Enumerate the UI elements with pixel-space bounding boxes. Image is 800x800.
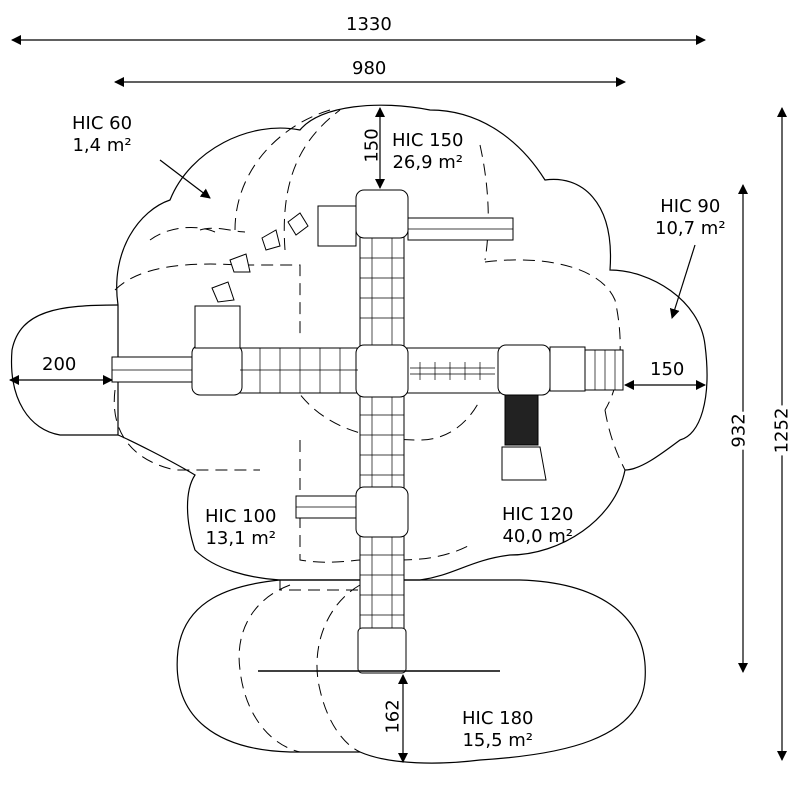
horizontal-bridge-right — [403, 347, 501, 394]
dimension-bottom-offset: 162 — [382, 699, 404, 734]
vertical-bridge-bottom — [359, 534, 405, 631]
stepping-stone — [211, 281, 235, 303]
structure-details — [112, 228, 616, 628]
dimension-inner-width: 980 — [350, 58, 389, 79]
zone-height: HIC 150 — [392, 130, 464, 151]
zone-label-hic120: HIC 120 40,0 m² — [502, 504, 574, 548]
stepping-stone — [229, 253, 251, 273]
upper-zone-outline — [116, 104, 708, 581]
dimension-overall-depth: 1252 — [771, 405, 793, 456]
zone-label-hic60: HIC 60 1,4 m² — [72, 113, 132, 157]
tower-left — [191, 344, 243, 396]
dimension-overall-width: 1330 — [344, 14, 394, 35]
leader-hic60 — [159, 159, 211, 199]
zone-label-hic100: HIC 100 13,1 m² — [205, 506, 277, 550]
slide-left-platform — [194, 305, 241, 349]
zone-height: HIC 100 — [205, 506, 277, 527]
slide-top — [317, 205, 357, 247]
lower-zone-outline — [176, 579, 646, 764]
zone-area: 13,1 m² — [205, 528, 277, 549]
leader-hic90 — [669, 244, 696, 319]
dimension-top-offset: 150 — [361, 128, 383, 163]
vertical-bridge-middle — [359, 394, 405, 491]
climbing-wall — [501, 446, 547, 481]
zone-area: 40,0 m² — [502, 526, 574, 547]
climbing-stair — [504, 394, 539, 446]
zone-area: 1,4 m² — [72, 135, 132, 156]
tower-right — [497, 344, 551, 396]
safety-zones — [10, 104, 708, 764]
stepping-stone — [287, 212, 309, 236]
ladder-right — [584, 349, 624, 391]
vertical-bridge-top — [359, 234, 405, 351]
zone-height: HIC 180 — [462, 708, 534, 729]
dimension-left-offset: 200 — [42, 354, 77, 375]
zone-label-hic180: HIC 180 15,5 m² — [462, 708, 534, 752]
zone-label-hic90: HIC 90 10,7 m² — [655, 196, 726, 240]
dimension-inner-depth: 932 — [728, 411, 750, 450]
zone-height: HIC 60 — [72, 113, 133, 134]
tower-top — [355, 189, 409, 239]
dimension-right-offset: 150 — [650, 359, 685, 380]
stepping-stones — [211, 212, 309, 303]
zone-area: 10,7 m² — [655, 218, 726, 239]
zone-height: HIC 90 — [660, 196, 721, 217]
zone-label-hic150: HIC 150 26,9 m² — [392, 130, 464, 174]
tower-center — [355, 344, 409, 398]
zone-height: HIC 120 — [502, 504, 574, 525]
zone-area: 15,5 m² — [462, 730, 534, 751]
tower-lower — [355, 486, 409, 538]
tower-bottom — [357, 627, 407, 674]
play-structure — [111, 189, 624, 674]
left-zone-outline — [10, 304, 119, 436]
stepping-stone — [261, 229, 281, 251]
zone-area: 26,9 m² — [392, 152, 464, 173]
slide-left — [111, 356, 193, 383]
slide-right — [549, 346, 586, 392]
